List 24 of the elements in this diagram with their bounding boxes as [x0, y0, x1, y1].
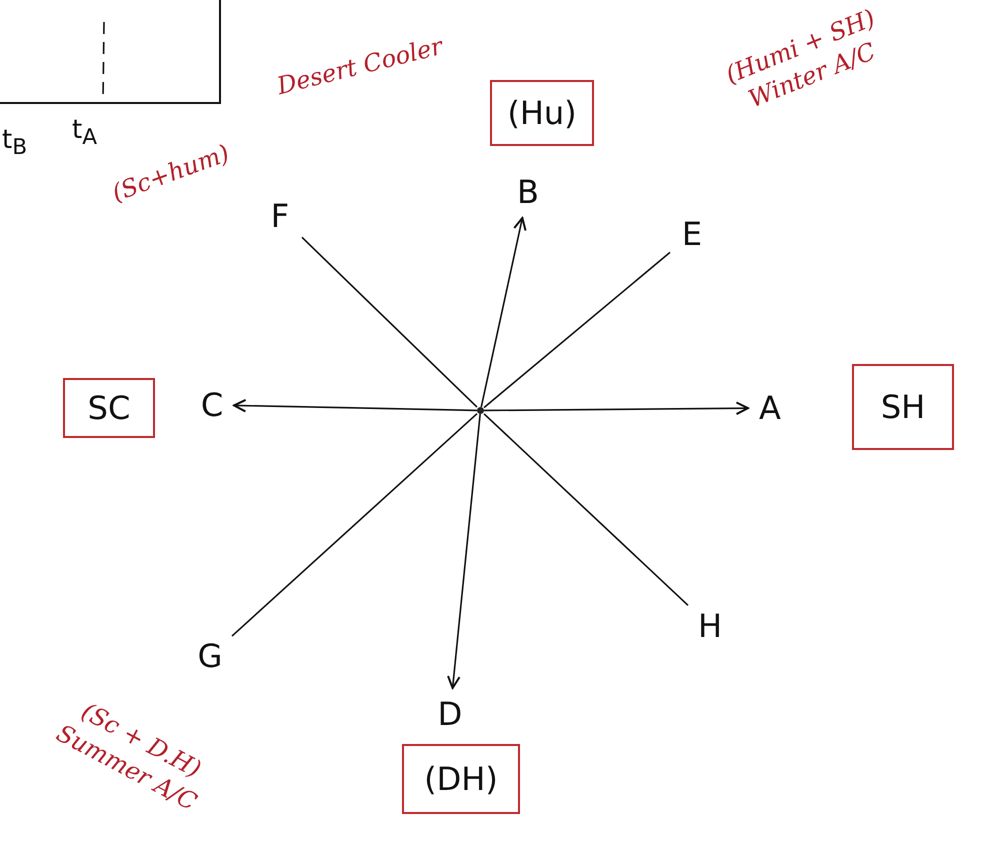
state-point-label: H	[692, 604, 728, 648]
process-arrow	[233, 398, 478, 412]
state-point-label: B	[510, 170, 546, 214]
process-arrow	[447, 414, 481, 689]
state-point-label: C	[194, 383, 230, 427]
process-annotation: Desert Cooler	[274, 31, 446, 102]
state-point-label: F	[262, 194, 298, 238]
process-line	[483, 252, 671, 408]
process-box: SH	[852, 364, 954, 450]
process-arrow	[484, 402, 749, 416]
axis-tick-label: t$_{A}$	[72, 114, 98, 152]
state-point-label: A	[752, 386, 788, 430]
process-arrow	[480, 217, 527, 408]
state-point-label: G	[192, 634, 228, 678]
process-box: SC	[63, 378, 155, 438]
process-box: (Hu)	[490, 80, 594, 146]
process-line	[301, 236, 478, 408]
process-line	[231, 413, 478, 637]
process-box: (DH)	[402, 744, 520, 814]
process-line	[483, 413, 689, 606]
intersection-point	[477, 407, 484, 414]
axis-tick-label: t$_{B}$	[2, 124, 28, 162]
state-point-label: E	[674, 212, 710, 256]
state-point-label: D	[432, 692, 468, 736]
